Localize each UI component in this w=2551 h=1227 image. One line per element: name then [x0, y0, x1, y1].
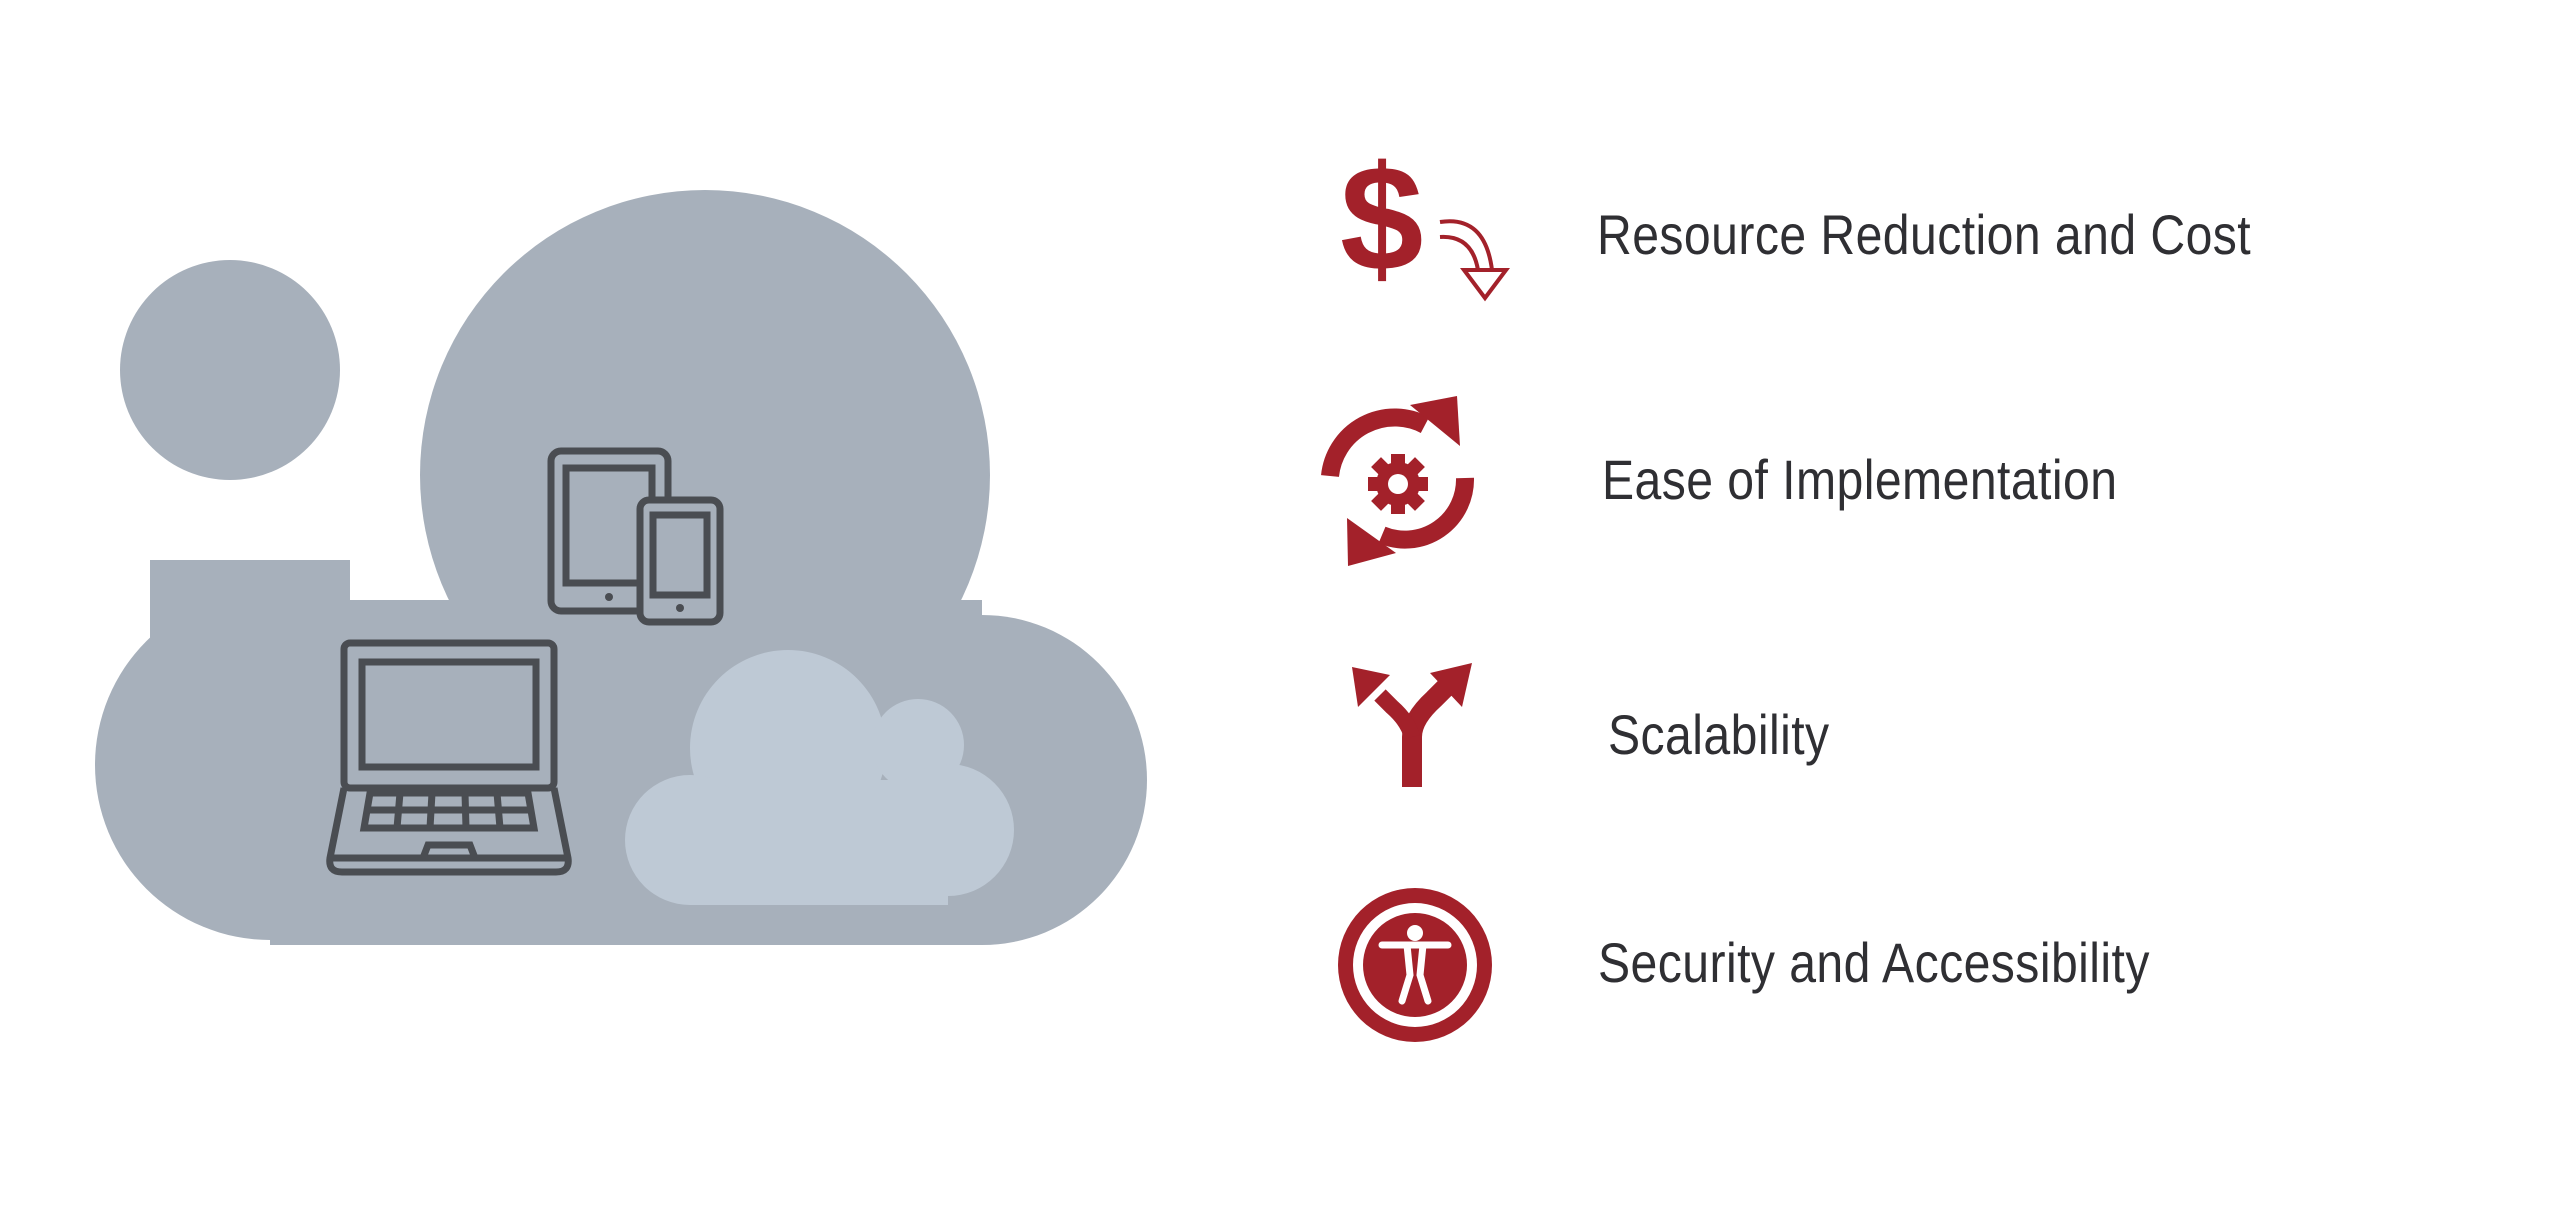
accessibility-icon [1338, 888, 1492, 1042]
feature-security-accessibility: Security and Accessibility [1300, 863, 2500, 1063]
feature-label: Security and Accessibility [1598, 931, 2150, 994]
phone-icon [636, 496, 724, 626]
feature-scalability: Scalability [1300, 635, 2500, 835]
gear-refresh-icon [1321, 396, 1475, 566]
feature-label: Ease of Implementation [1602, 448, 2118, 511]
small-cloud-icon [625, 650, 1014, 905]
feature-label: Scalability [1608, 703, 1830, 766]
svg-text:$: $ [1340, 135, 1423, 302]
feature-resource-reduction: $ Resource Reduction and Cost [1300, 135, 2500, 335]
laptop-icon [326, 639, 572, 876]
feature-ease-of-implementation: Ease of Implementation [1300, 380, 2500, 580]
feature-label: Resource Reduction and Cost [1597, 203, 2252, 266]
cloud-devices-illustration [95, 190, 1147, 945]
dollar-down-arrow-icon: $ [1340, 135, 1510, 302]
split-arrows-icon [1352, 663, 1472, 787]
